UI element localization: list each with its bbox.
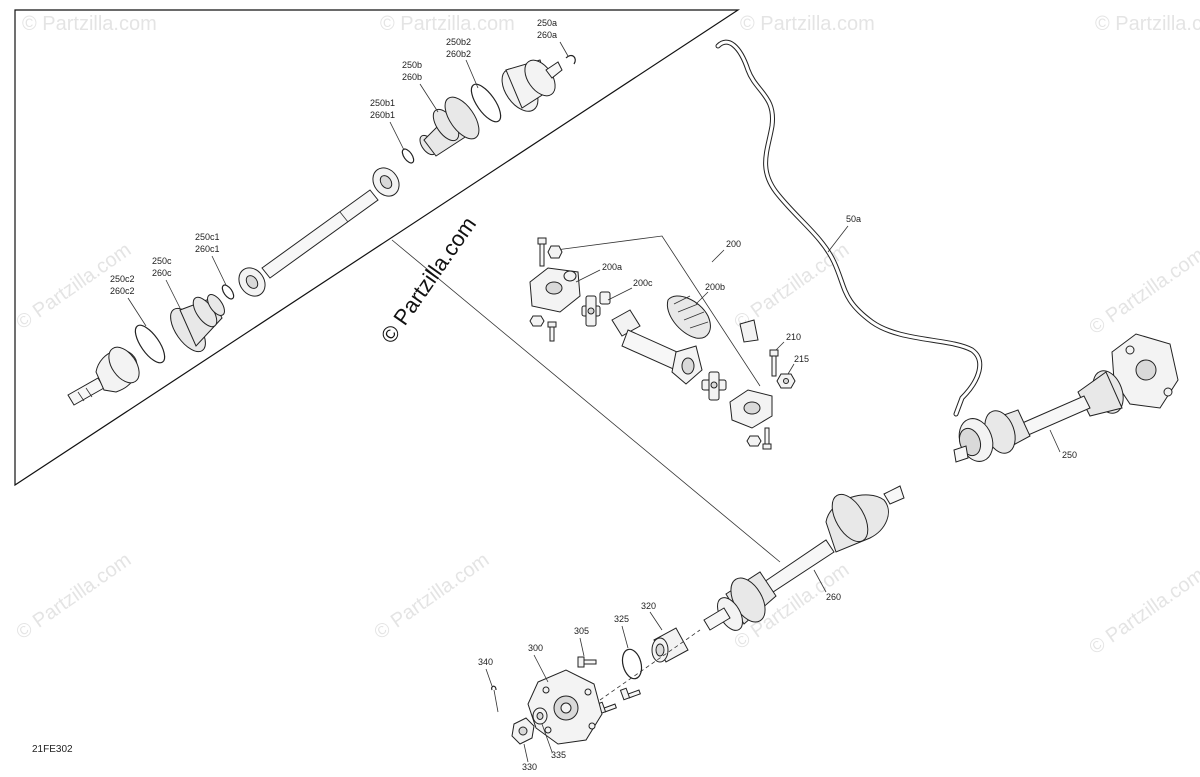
callout-250b1: 250b1	[370, 98, 395, 108]
callout-250: 250	[1062, 450, 1077, 460]
propshaft-assembly: 200 200a	[529, 235, 809, 450]
inset-callouts: 250a 260a 250b2 260b2 250b 260b 250b1 26…	[110, 18, 569, 327]
detail-leader-line	[391, 239, 781, 563]
boot-clamp-large	[134, 324, 166, 364]
yoke-nut-bottom	[529, 315, 545, 327]
outer-spline-stub	[67, 377, 105, 406]
circlip	[565, 54, 576, 65]
u-joint-cross-2	[701, 371, 727, 401]
diagram-code: 21FE302	[32, 744, 73, 755]
watermark: © Partzilla.com	[380, 13, 515, 35]
watermark: © Partzilla.com	[370, 549, 493, 644]
hub-knuckle-250	[1111, 333, 1179, 409]
u-joint-cross	[581, 295, 601, 327]
cotter-pin-340	[491, 685, 499, 713]
callout-325: 325	[614, 614, 629, 624]
wheel-hub-300	[527, 669, 603, 745]
inset-driveshaft-assembly	[67, 54, 576, 406]
nut-215	[776, 373, 796, 389]
yoke-bolt-bottom	[547, 321, 557, 342]
callout-340: 340	[478, 657, 493, 667]
wheel-bearing-320	[651, 627, 689, 663]
inner-cv-housing	[501, 59, 563, 112]
callout-250c2: 250c2	[110, 274, 135, 284]
callout-250c: 250c	[152, 256, 172, 266]
callout-300: 300	[528, 643, 543, 653]
callout-250a: 250a	[537, 18, 557, 28]
callout-260c1: 260c1	[195, 244, 220, 254]
u-joint-cap	[599, 291, 611, 305]
bolt-lower-yoke	[762, 427, 772, 450]
inner-boot-260	[825, 493, 889, 553]
watermark: © Partzilla.com	[1095, 13, 1200, 35]
cv-boot-outer	[170, 294, 225, 353]
boot-clamp-small	[221, 284, 235, 300]
propshaft-tube	[611, 309, 703, 385]
callout-330: 330	[522, 762, 537, 772]
watermark: © Partzilla.com	[1085, 244, 1200, 339]
yoke-nut-top	[547, 245, 563, 259]
tripod-joint-inner	[372, 167, 400, 197]
callout-260b: 260b	[402, 72, 422, 82]
watermark: © Partzilla.com	[740, 13, 875, 35]
axle-shaft-250	[1019, 395, 1091, 437]
callout-260c2: 260c2	[110, 286, 135, 296]
callout-260a: 260a	[537, 30, 557, 40]
detail-inset-border	[14, 9, 741, 487]
watermark: © Partzilla.com	[12, 549, 135, 644]
boot-clamp-large-inner	[470, 83, 502, 123]
watermark: © Partzilla.com	[730, 239, 853, 334]
callout-200c: 200c	[633, 278, 653, 288]
callout-250c1: 250c1	[195, 232, 220, 242]
cv-boot-inner	[419, 96, 480, 157]
yoke-200a	[529, 267, 581, 313]
front-driveshaft-260	[703, 485, 905, 631]
watermark: © Partzilla.com	[22, 13, 157, 35]
nut-lower-yoke	[746, 435, 762, 447]
breather-hose	[715, 39, 983, 417]
callout-215: 215	[794, 354, 809, 364]
callout-200a: 200a	[602, 262, 622, 272]
watermark: © Partzilla.com	[1085, 564, 1200, 659]
retaining-ring-325	[621, 648, 643, 680]
callout-320: 320	[641, 601, 656, 611]
callout-210: 210	[786, 332, 801, 342]
cv-joint-260	[703, 597, 743, 631]
boot-clamp-small-inner	[401, 148, 415, 164]
copyright-watermark: © Partzilla.com	[376, 212, 482, 348]
callout-250b2: 250b2	[446, 37, 471, 47]
callout-200: 200	[726, 239, 741, 249]
cv-joint-250	[953, 418, 994, 463]
callout-250b: 250b	[402, 60, 422, 70]
front-driveshaft-250	[953, 333, 1179, 463]
hub-bolt-305	[577, 656, 597, 668]
bolt-210	[769, 349, 779, 377]
callout-260b2: 260b2	[446, 49, 471, 59]
axle-nut-330	[511, 717, 535, 745]
hub-bolt-305-lower	[619, 687, 641, 701]
yoke-rear-bracket	[739, 319, 759, 343]
callout-50a: 50a	[846, 214, 861, 224]
propshaft-boot	[666, 295, 711, 339]
callout-260c: 260c	[152, 268, 172, 278]
yoke-bolt-top	[537, 237, 547, 267]
callout-260: 260	[826, 592, 841, 602]
callout-260b1: 260b1	[370, 110, 395, 120]
tripod-joint-outer	[238, 267, 266, 297]
callout-335: 335	[551, 750, 566, 760]
axle-shaft	[261, 189, 379, 279]
inner-spline-260	[883, 485, 905, 505]
callout-305: 305	[574, 626, 589, 636]
callout-200b: 200b	[705, 282, 725, 292]
yoke-rear	[729, 389, 773, 429]
